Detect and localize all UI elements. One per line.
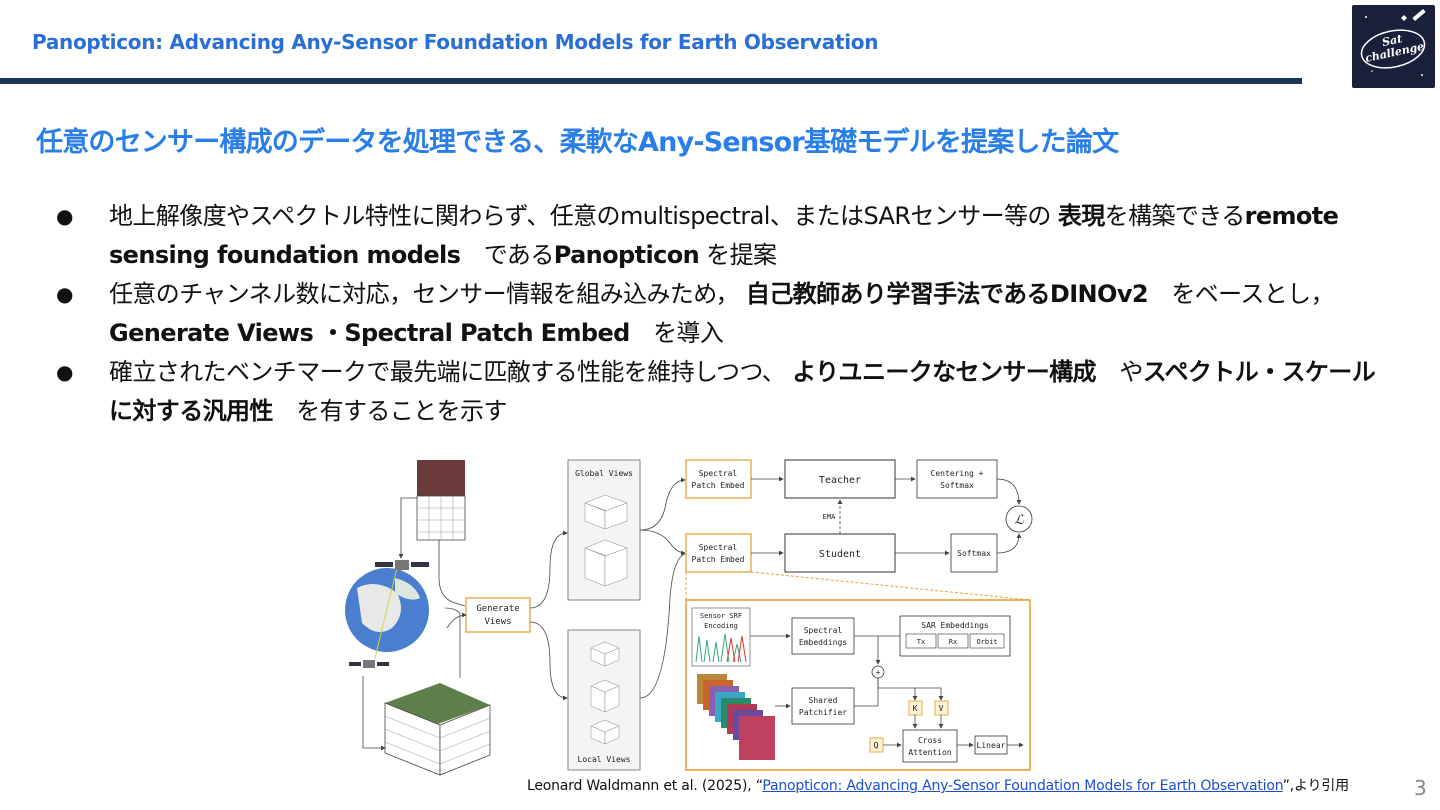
svg-text:Views: Views — [484, 617, 511, 627]
bullet-item: ● 任意のチャンネル数に対応，センサー情報を組み込みため， 自己教師あり学習手法… — [56, 275, 1376, 353]
k-box: K — [908, 700, 923, 716]
svg-text:Patch Embed: Patch Embed — [692, 555, 745, 564]
svg-text:Softmax: Softmax — [957, 549, 991, 558]
spectral-patch-embed-top: Spectral Patch Embed — [685, 459, 752, 499]
softmax-box: Softmax — [950, 533, 998, 573]
bullet-list: ● 地上解像度やスペクトル特性に関わらず、任意のmultispectral、また… — [56, 197, 1376, 431]
add-node: + — [871, 665, 885, 679]
svg-text:Centering +: Centering + — [931, 469, 984, 478]
svg-text:Patch Embed: Patch Embed — [692, 481, 745, 490]
sar-embeddings-box: SAR Embeddings Tx Rx Orbit — [899, 615, 1011, 657]
svg-text:Tx: Tx — [917, 638, 925, 646]
svg-text:Sensor SRF: Sensor SRF — [700, 612, 742, 620]
q-box: Q — [869, 737, 884, 753]
spectral-patch-embed-bottom: Spectral Patch Embed — [685, 533, 752, 573]
lead-statement: 任意のセンサー構成のデータを処理できる、柔軟なAny-Sensor基礎モデルを提… — [36, 127, 1119, 158]
svg-text:Spectral: Spectral — [699, 543, 738, 552]
svg-text:Orbit: Orbit — [976, 638, 997, 646]
paper-link[interactable]: Panopticon: Advancing Any-Sensor Foundat… — [762, 778, 1283, 794]
svg-text:Generate: Generate — [476, 604, 519, 614]
svg-text:Spectral: Spectral — [804, 626, 843, 635]
svg-text:Softmax: Softmax — [940, 481, 974, 490]
teacher-box: Teacher — [784, 459, 896, 499]
spectral-patch-embed-detail: Sensor SRF Encoding Spectral Embeddings … — [685, 599, 1031, 771]
shared-patchifier-box: Shared Patchifier — [791, 687, 855, 725]
svg-text:Student: Student — [819, 549, 861, 560]
bullet-item: ● 確立されたベンチマークで最先端に匹敵する性能を維持しつつ、 よりユニークなセ… — [56, 353, 1376, 431]
satellite-icon — [349, 660, 389, 668]
loss-node: ℒ — [1005, 505, 1033, 533]
svg-text:K: K — [913, 704, 918, 713]
svg-text:Encoding: Encoding — [704, 622, 738, 630]
linear-box: Linear — [974, 735, 1008, 755]
bullet-dot: ● — [56, 204, 73, 228]
earth-globe — [345, 567, 429, 659]
svg-text:Local Views: Local Views — [578, 755, 631, 764]
cross-attention-box: Cross Attention — [902, 729, 958, 763]
header-rule — [0, 78, 1302, 84]
ema-label: EMA — [823, 513, 836, 521]
svg-text:Attention: Attention — [908, 748, 952, 757]
bullet-dot: ● — [56, 282, 73, 306]
architecture-diagram: Generate Views Global Views Local Views … — [345, 459, 1033, 776]
svg-text:Teacher: Teacher — [819, 475, 861, 486]
generate-views-box: Generate Views — [465, 597, 531, 633]
aerial-image-cube — [384, 683, 491, 776]
svg-text:Spectral: Spectral — [699, 469, 738, 478]
svg-text:Embeddings: Embeddings — [799, 638, 847, 647]
student-box: Student — [784, 533, 896, 573]
centering-softmax-box: Centering + Softmax — [916, 459, 998, 499]
sensor-srf-encoding-box: Sensor SRF Encoding — [691, 607, 751, 667]
header-title: Panopticon: Advancing Any-Sensor Foundat… — [32, 30, 879, 54]
spectral-band-stack — [697, 674, 775, 760]
global-views-panel: Global Views — [567, 459, 641, 601]
logo-graphic — [1360, 8, 1426, 76]
v-box: V — [934, 700, 949, 716]
page-number: 3 — [1414, 776, 1427, 800]
svg-text:Patchifier: Patchifier — [799, 708, 847, 717]
satellite-icon — [375, 560, 429, 570]
svg-text:Q: Q — [874, 741, 879, 750]
svg-text:Shared: Shared — [809, 696, 838, 705]
svg-text:SAR Embeddings: SAR Embeddings — [921, 621, 989, 630]
bullet-item: ● 地上解像度やスペクトル特性に関わらず、任意のmultispectral、また… — [56, 197, 1376, 275]
svg-text:V: V — [939, 704, 944, 713]
local-views-panel: Local Views — [567, 629, 641, 771]
citation: Leonard Waldmann et al. (2025), “Panopti… — [527, 778, 1349, 794]
svg-text:Linear: Linear — [977, 741, 1006, 750]
svg-text:Cross: Cross — [918, 736, 942, 745]
svg-text:Global Views: Global Views — [575, 469, 633, 478]
bullet-dot: ● — [56, 360, 73, 384]
multispectral-image-cube — [416, 460, 466, 541]
svg-text:+: + — [876, 668, 881, 677]
spectral-embeddings-box: Spectral Embeddings — [791, 617, 855, 655]
svg-text:Rx: Rx — [949, 638, 957, 646]
svg-text:ℒ: ℒ — [1014, 513, 1024, 528]
